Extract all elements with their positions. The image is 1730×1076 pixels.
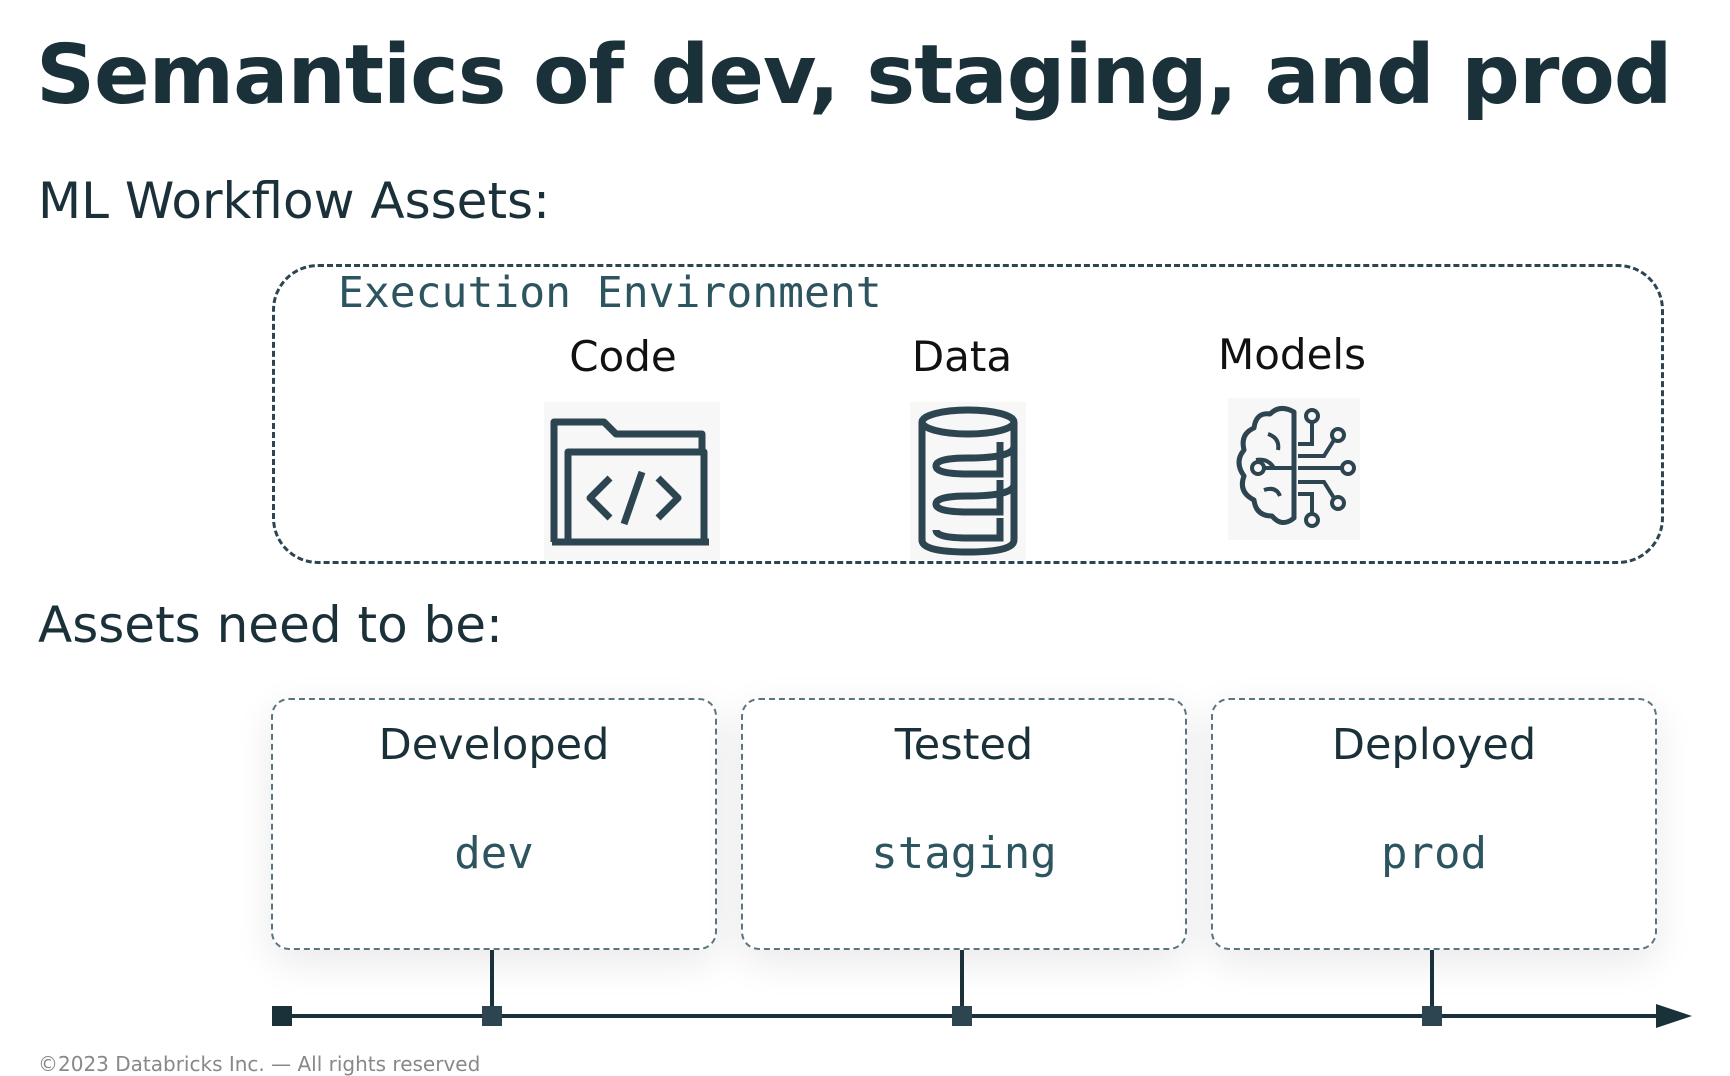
asset-label-data: Data [911, 332, 1013, 381]
code-folder-icon [544, 402, 720, 560]
timeline-marker-prod [1422, 1006, 1442, 1026]
stage-card-tested: Tested staging [741, 698, 1187, 950]
stage-name: Deployed [1331, 720, 1537, 770]
stage-name: Tested [894, 720, 1034, 770]
timeline-start-marker [272, 1006, 292, 1026]
copyright-footer: ©2023 Databricks Inc. — All rights reser… [38, 1052, 481, 1076]
database-icon [910, 402, 1026, 560]
execution-environment-label: Execution Environment [338, 268, 882, 318]
timeline-marker-staging [952, 1006, 972, 1026]
stage-env: dev [454, 828, 534, 879]
stage-env: staging [871, 828, 1057, 879]
timeline-marker-dev [482, 1006, 502, 1026]
asset-label-code: Code [569, 332, 677, 381]
stage-card-developed: Developed dev [271, 698, 717, 950]
stage-env: prod [1381, 828, 1487, 879]
timeline-arrowhead [1656, 1004, 1692, 1028]
ml-workflow-assets-heading: ML Workflow Assets: [38, 172, 550, 230]
assets-need-to-be-heading: Assets need to be: [38, 596, 503, 654]
slide-title: Semantics of dev, staging, and prod [36, 28, 1672, 123]
stage-card-deployed: Deployed prod [1211, 698, 1657, 950]
execution-environment-box [272, 264, 1664, 564]
stage-name: Developed [378, 720, 610, 770]
asset-label-models: Models [1218, 330, 1366, 379]
brain-circuit-icon [1228, 398, 1360, 540]
